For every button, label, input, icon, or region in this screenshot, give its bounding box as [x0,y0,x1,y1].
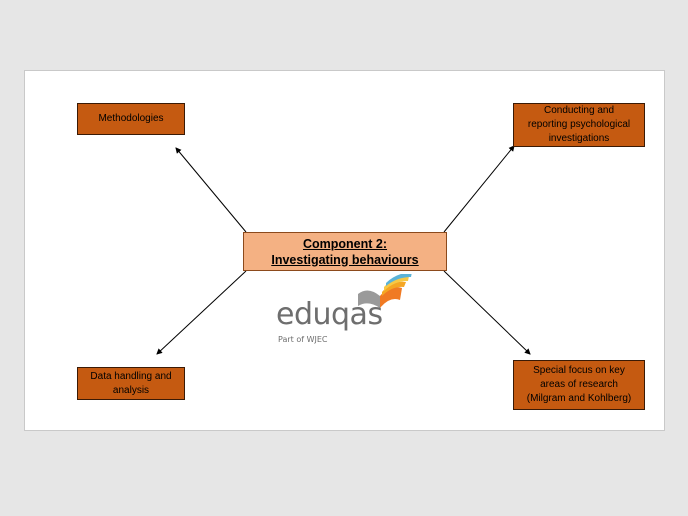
arrow-to-data-handling [156,270,247,355]
central-topic-box: Component 2: Investigating behaviours [243,232,447,271]
conducting-label: Conducting and reporting psychological i… [527,105,631,144]
logo-tagline: Part of WJEC [278,335,328,344]
methodologies-label: Methodologies [98,113,164,124]
methodologies-box: Methodologies [77,103,185,135]
conducting-box: Conducting and reporting psychological i… [513,103,645,147]
data-handling-label: Data handling and analysis [90,370,172,396]
central-topic-line2: Investigating behaviours [271,252,419,267]
arrow-to-methodologies [175,147,247,233]
arrow-to-special-focus [443,270,531,355]
book-pages-icon [358,274,412,308]
data-handling-box: Data handling and analysis [77,367,185,400]
eduqas-logo: eduqas Part of WJEC [276,274,412,346]
special-focus-box: Special focus on key areas of research (… [513,360,645,410]
special-focus-label: Special focus on key areas of research (… [526,365,632,404]
central-topic-line1: Component 2: [302,236,388,251]
arrow-to-conducting [443,145,515,233]
logo-wordmark: eduqas [276,297,383,332]
